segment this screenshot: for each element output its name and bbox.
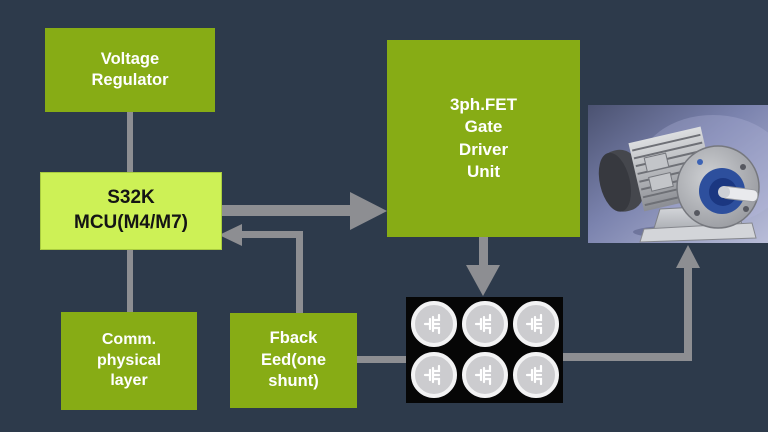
arrow-driver-to-powerstage-head-icon xyxy=(466,265,500,296)
electric-motor-photo xyxy=(588,105,768,243)
mosfet-transistor-icon xyxy=(462,352,508,398)
connector-vreg-to-mcu xyxy=(127,112,133,172)
mosfet-transistor-icon xyxy=(411,352,457,398)
s32k-mcu-block: S32K MCU(M4/M7) xyxy=(40,172,222,250)
comm-physical-layer-block: Comm. physical layer xyxy=(61,312,197,410)
arrow-feedback-to-mcu-vline xyxy=(296,231,303,313)
mosfet-transistor-icon xyxy=(513,352,559,398)
mosfet-transistor-icon xyxy=(411,301,457,347)
connector-mcu-to-comm xyxy=(127,248,133,312)
fet-gate-driver-block: 3ph.FET Gate Driver Unit xyxy=(387,40,580,237)
arrow-powerstage-to-motor-head-icon xyxy=(676,245,700,268)
power-stage-box xyxy=(406,297,563,403)
mosfet-transistor-icon xyxy=(462,301,508,347)
arrow-mcu-to-driver-head-icon xyxy=(350,192,387,230)
mosfet-transistor-icon xyxy=(513,301,559,347)
connector-powerstage-to-feedback xyxy=(357,356,406,363)
arrow-feedback-to-mcu-hline xyxy=(240,231,303,238)
arrow-driver-to-powerstage-line xyxy=(479,237,488,267)
arrow-mcu-to-driver-line xyxy=(220,205,352,216)
arrow-powerstage-to-motor-vline xyxy=(684,267,692,361)
arrow-feedback-to-mcu-head-icon xyxy=(219,224,242,246)
feedback-one-shunt-block: Fback Eed(one shunt) xyxy=(230,313,357,408)
voltage-regulator-block: Voltage Regulator xyxy=(45,28,215,112)
arrow-powerstage-to-motor-hline xyxy=(563,353,690,361)
